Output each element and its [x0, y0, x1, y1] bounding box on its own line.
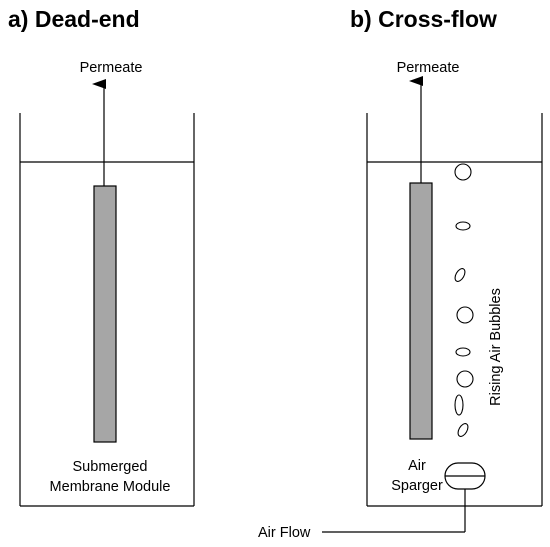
panel-b-title: b) Cross-flow	[350, 6, 497, 32]
bubble	[455, 221, 471, 231]
panel-a-title: a) Dead-end	[8, 6, 140, 32]
bubble	[456, 370, 474, 388]
bubble	[456, 306, 474, 324]
module-label-line1: Submerged	[73, 459, 148, 475]
bubble	[457, 423, 469, 437]
rising-air-bubbles-label: Rising Air Bubbles	[488, 288, 504, 406]
tank-b	[366, 113, 543, 507]
sparger-label-line2: Sparger	[391, 478, 443, 494]
bubble	[454, 163, 472, 181]
bubble	[454, 394, 464, 416]
permeate-label-a: Permeate	[80, 60, 143, 76]
membrane-module-b	[409, 182, 433, 440]
air-sparger	[444, 462, 486, 490]
membrane-module-a	[93, 185, 117, 443]
permeate-label-b: Permeate	[397, 60, 460, 76]
air-bubbles	[454, 163, 474, 437]
tank-a	[19, 113, 195, 507]
bubble	[455, 347, 471, 357]
panel-cross-flow: b) Cross-flow Permeate Rising Air Bubble…	[258, 6, 543, 541]
air-flow-label: Air Flow	[258, 525, 311, 541]
bubble	[454, 268, 466, 282]
module-label-line2: Membrane Module	[50, 479, 171, 495]
air-flow-line	[322, 489, 466, 533]
sparger-label-line1: Air	[408, 458, 426, 474]
panel-dead-end: a) Dead-end Permeate Submerged Membrane …	[8, 6, 195, 507]
